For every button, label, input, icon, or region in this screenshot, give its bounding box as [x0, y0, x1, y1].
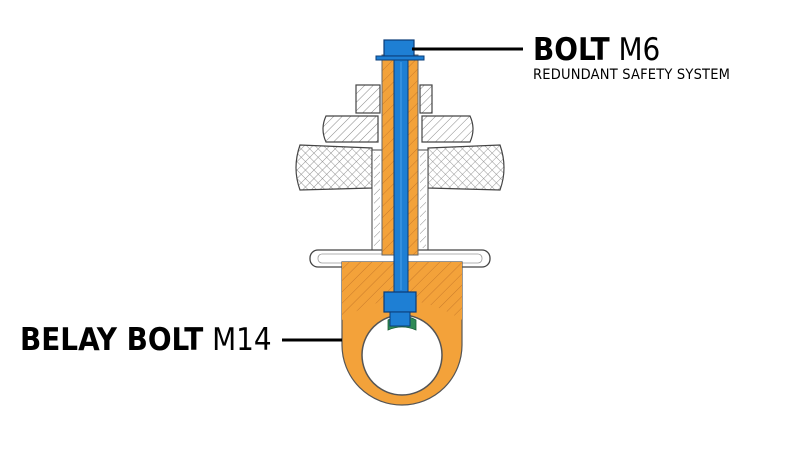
bolt-subtitle: REDUNDANT SAFETY SYSTEM: [533, 67, 731, 83]
bolt-name: BOLT: [533, 32, 610, 68]
bolt-label: BOLT M6: [533, 35, 660, 66]
safety-bolt: [375, 39, 425, 327]
upper-nut: [355, 84, 433, 114]
bolt-size: M6: [618, 32, 661, 68]
belay-bolt-name: BELAY BOLT: [20, 322, 204, 358]
knurled-nut: [295, 144, 505, 191]
belay-bolt-size: M14: [212, 322, 272, 358]
middle-washer: [322, 115, 474, 143]
belay-bolt-label: BELAY BOLT M14: [20, 325, 272, 356]
